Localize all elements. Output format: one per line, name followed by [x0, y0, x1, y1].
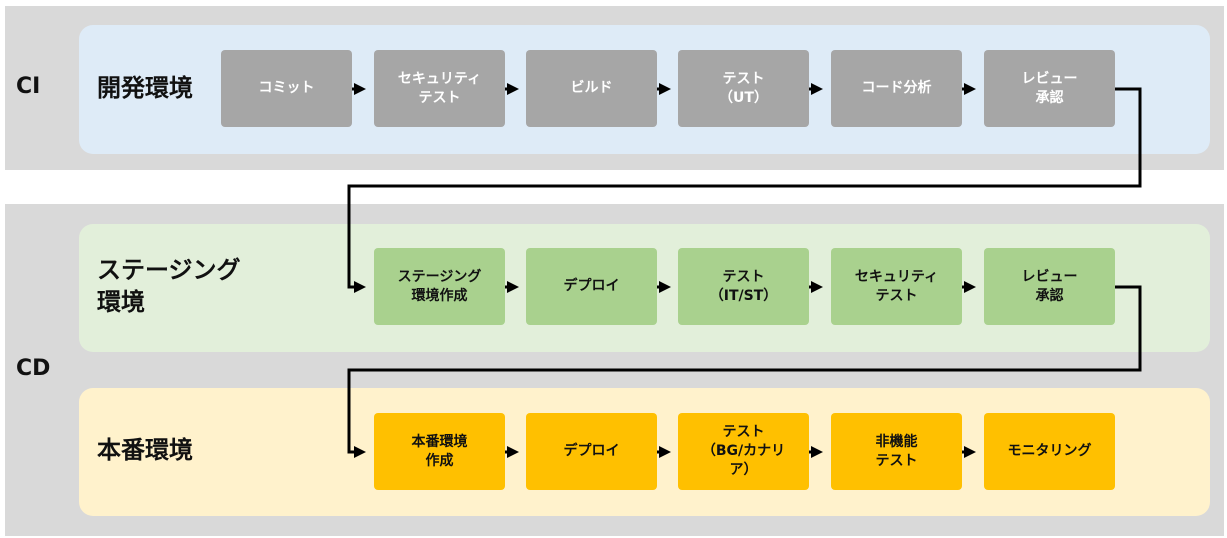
- prod-environment-label: 本番環境: [97, 436, 193, 464]
- staging-step-security-test: セキュリティ テスト: [831, 248, 962, 325]
- dev-step-unit-test: テスト （UT）: [678, 50, 809, 127]
- cd-label: CD: [16, 356, 51, 381]
- prod-step-create-env: 本番環境 作成: [374, 413, 505, 490]
- dev-step-commit: コミット: [221, 50, 352, 127]
- prod-step-bg-canary-test: テスト （BG/カナリ ア）: [678, 413, 809, 490]
- staging-step-it-st-test: テスト （IT/ST）: [678, 248, 809, 325]
- connector-staging-to-prod: [347, 285, 1142, 458]
- staging-step-review-approval: レビュー 承認: [984, 248, 1115, 325]
- ci-label: CI: [16, 74, 41, 99]
- staging-environment-label: ステージング 環境: [97, 256, 241, 316]
- prod-step-deploy: デプロイ: [526, 413, 657, 490]
- dev-step-review-approval: レビュー 承認: [984, 50, 1115, 127]
- dev-step-code-analysis: コード分析: [831, 50, 962, 127]
- staging-step-create-env: ステージング 環境作成: [374, 248, 505, 325]
- connector-dev-to-staging: [347, 87, 1142, 293]
- prod-step-monitoring: モニタリング: [984, 413, 1115, 490]
- staging-step-deploy: デプロイ: [526, 248, 657, 325]
- dev-step-security-test: セキュリティ テスト: [374, 50, 505, 127]
- prod-step-nonfunctional-test: 非機能 テスト: [831, 413, 962, 490]
- dev-environment-label: 開発環境: [97, 74, 193, 102]
- dev-step-build: ビルド: [526, 50, 657, 127]
